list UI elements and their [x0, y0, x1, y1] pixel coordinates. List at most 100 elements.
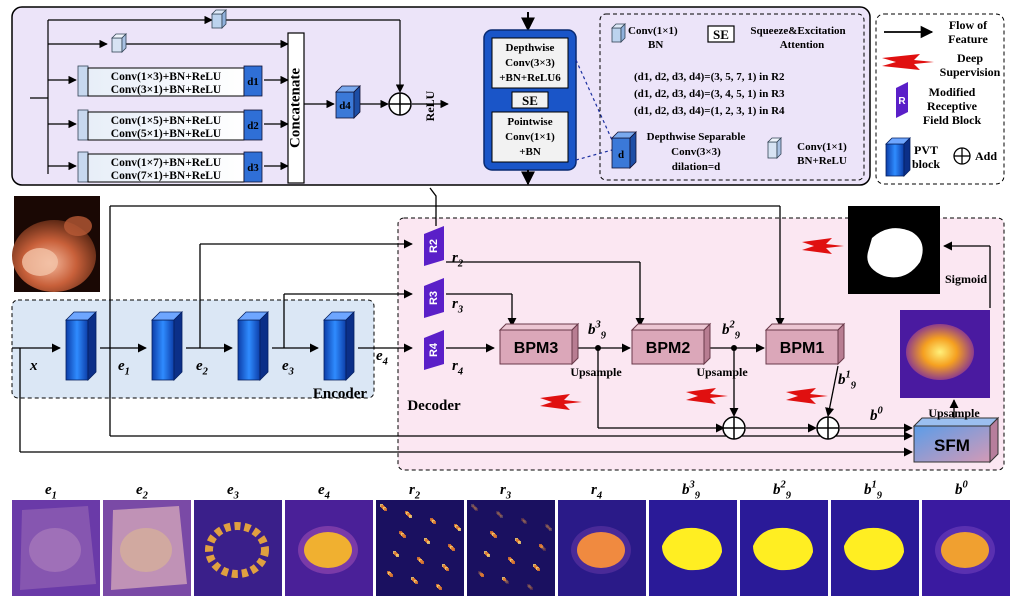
deep-supervision-arrows [540, 238, 844, 410]
notes-cbr-1: Conv(1×1) [797, 141, 847, 153]
notes-ds-label-1: Depthwise Separable [647, 131, 746, 143]
notes-se-box [707, 25, 735, 43]
branch-conv-a: Conv(1×3)+BN+ReLU [111, 71, 222, 83]
feature-map-label: b0 [955, 479, 969, 498]
legend-add-label: Add [975, 149, 997, 163]
rfb-zoom-line [429, 187, 437, 226]
rfb-block-r4: R4 [424, 330, 444, 370]
pvt-block-4 [323, 311, 355, 381]
d4-label: d4 [339, 100, 351, 112]
legend-add-icon [953, 147, 971, 165]
svg-text:BPM1: BPM1 [780, 340, 825, 357]
depthwise-line1: Depthwise [506, 42, 555, 54]
feature-map-4: e4 [285, 482, 373, 596]
pvt-blocks [65, 311, 355, 381]
pvt-block-1 [65, 311, 97, 381]
notes-conv-bn-icon [611, 23, 626, 43]
add-icon-2 [816, 416, 840, 440]
sfm-label: SFM [934, 436, 970, 455]
ds-link-lines [575, 59, 613, 161]
feature-map-label: r4 [591, 482, 602, 502]
b2-label: b29 [722, 319, 741, 341]
feature-map-9: b29 [740, 479, 828, 596]
notes-ds-icon-label: d [618, 149, 624, 161]
notes-box [599, 13, 865, 181]
feature-map-label: b39 [682, 479, 701, 501]
notes-conv-bn-2: BN [648, 39, 663, 51]
branch-conv-b: Conv(5×1)+BN+ReLU [111, 128, 222, 140]
legend-rfb-icon: R [896, 82, 908, 118]
legend-deep-supervision-icon [882, 54, 934, 70]
feature-map-11: b0 [922, 479, 1010, 596]
branch-conv-b: Conv(3×1)+BN+ReLU [111, 84, 222, 96]
feature-map-8: b39 [649, 479, 737, 596]
upsample-label-2: Upsample [696, 365, 748, 379]
notes-se-tag: SE [713, 27, 729, 42]
legend-rfb-3: Field Block [923, 113, 982, 127]
pointwise-line1: Pointwise [507, 116, 552, 128]
bpm3-block: BPM3 [498, 322, 580, 366]
deep-supervision-arrow-1 [802, 238, 844, 254]
conv1x1-bn-icon [211, 9, 227, 29]
sigmoid-label: Sigmoid [945, 272, 987, 286]
bpm-blocks: BPM3 BPM2 BPM1 [498, 322, 846, 366]
rfb-add-icon [388, 92, 412, 116]
legend-pvt-2: block [912, 157, 940, 171]
notes-conv-bn-1: Conv(1×1) [628, 25, 678, 37]
feature-map-label: e3 [227, 482, 239, 502]
concatenate-label: Concatenate [287, 68, 303, 148]
e3-label: e3 [282, 358, 294, 378]
feature-map-label: b29 [773, 479, 792, 501]
sfm-heatmap-image [900, 310, 990, 398]
svg-text:BPM2: BPM2 [646, 340, 691, 357]
encoder-label: Encoder [313, 386, 368, 402]
feature-map-6: r3 [467, 482, 555, 596]
e4-label: e4 [376, 348, 388, 368]
legend-flow-2: Feature [948, 32, 988, 46]
legend-rfb-2: Receptive [927, 99, 978, 113]
svg-text:BPM3: BPM3 [514, 340, 559, 357]
notes-se-label-1: Squeeze&Excitation [750, 25, 845, 37]
dilation-r2: (d1, d2, d3, d4)=(3, 5, 7, 1) in R2 [634, 71, 785, 83]
pointwise-line3: +BN [519, 146, 541, 158]
feature-map-2: e2 [103, 482, 191, 596]
add-icon-1 [722, 416, 746, 440]
rfb-input-lines [30, 15, 449, 174]
notes-se-label-2: Attention [780, 39, 825, 51]
deep-supervision-arrow-3 [686, 388, 728, 404]
branch-dilation-tag: d1 [247, 76, 259, 88]
legend-pvt-1: PVT [914, 143, 938, 157]
r2-label: r2 [452, 250, 464, 270]
legend-deep-2: Supervision [940, 65, 1001, 79]
r3-label: r3 [452, 296, 463, 316]
rfb-block-r3: R3 [424, 278, 444, 318]
d4-block: d4 [335, 85, 361, 119]
e2-label: e2 [196, 358, 209, 378]
depthwise-line2: Conv(3×3) [505, 57, 555, 69]
feature-map-label: r2 [409, 482, 421, 502]
conv1x1-bn-relu-icon [111, 33, 127, 53]
feature-map-label: e4 [318, 482, 330, 502]
dilation-r4: (d1, d2, d3, d4)=(1, 2, 3, 1) in R4 [634, 105, 785, 117]
branch-conv-a: Conv(1×5)+BN+ReLU [111, 115, 222, 127]
se-label: SE [522, 93, 538, 108]
legend-flow-1: Flow of [949, 18, 988, 32]
feature-map-3: e3 [194, 482, 282, 596]
feature-map-label: r3 [500, 482, 511, 502]
feature-map-1: e1 [12, 482, 100, 596]
legend-rfb-tag: R [898, 96, 906, 107]
pointwise-line2: Conv(1×1) [505, 131, 555, 143]
notes-cbr-2: BN+ReLU [797, 155, 847, 167]
legend-deep-1: Deep [957, 51, 983, 65]
branch-dilation-tag: d3 [247, 162, 259, 174]
feature-map-label: e2 [136, 482, 149, 502]
feature-map-10: b19 [831, 479, 919, 596]
feature-map-5: r2 [376, 482, 464, 596]
